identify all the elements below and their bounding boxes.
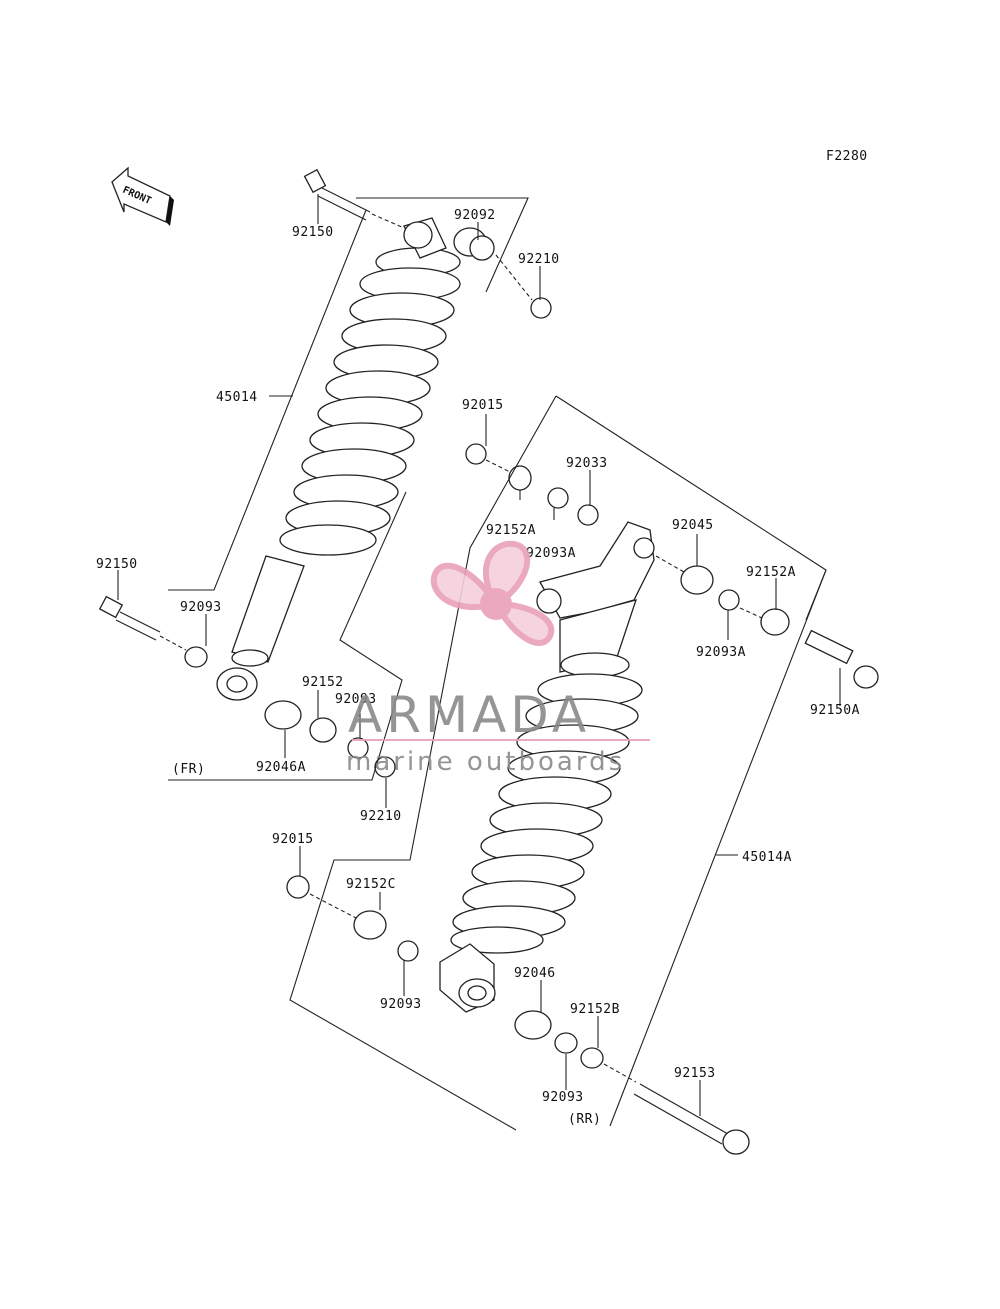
part-label: 92092 <box>454 208 496 223</box>
rear-coil-spring <box>452 673 643 939</box>
part-label: 92015 <box>462 398 504 413</box>
rear-shock-absorber <box>439 521 655 1013</box>
part-label: 92015 <box>272 832 314 847</box>
part-label: 45014A <box>742 850 792 865</box>
part-label: 45014 <box>216 390 258 405</box>
watermark-brand: ARMADA <box>348 686 590 744</box>
watermark-tagline: marine outboards <box>346 747 625 777</box>
part-label: 92093A <box>526 546 576 561</box>
front-coil-spring <box>279 247 461 556</box>
part-label: 92152B <box>570 1002 620 1017</box>
part-label: 92046A <box>256 760 306 775</box>
part-label: 92210 <box>518 252 560 267</box>
front-shock-absorber <box>216 217 461 701</box>
part-label: 92152 <box>302 675 344 690</box>
figure-code: F2280 <box>826 149 868 164</box>
front-direction-arrow: FRONT <box>111 166 174 226</box>
part-label: 92210 <box>360 809 402 824</box>
part-label: 92150 <box>96 557 138 572</box>
part-labels: F2280 92150 92092 92210 45014 92015 9203… <box>96 149 868 1127</box>
part-label: 92033 <box>566 456 608 471</box>
part-label: 92093 <box>180 600 222 615</box>
part-label: 92152C <box>346 877 396 892</box>
leader-lines <box>117 194 841 1131</box>
position-label-rr: (RR) <box>568 1112 601 1127</box>
armada-watermark: ARMADA marine outboards <box>346 540 650 777</box>
part-label: 92152A <box>486 523 536 538</box>
position-label-fr: (FR) <box>172 762 205 777</box>
part-label: 92093 <box>335 692 377 707</box>
hardware-parts <box>98 168 879 1155</box>
part-label: 92045 <box>672 518 714 533</box>
part-label: 92150A <box>810 703 860 718</box>
part-label: 92093 <box>380 997 422 1012</box>
part-label: 92046 <box>514 966 556 981</box>
part-label: 92152A <box>746 565 796 580</box>
part-label: 92093A <box>696 645 746 660</box>
part-label: 92093 <box>542 1090 584 1105</box>
part-label: 92150 <box>292 225 334 240</box>
propeller-logo-icon <box>430 540 555 646</box>
part-label: 92153 <box>674 1066 716 1081</box>
